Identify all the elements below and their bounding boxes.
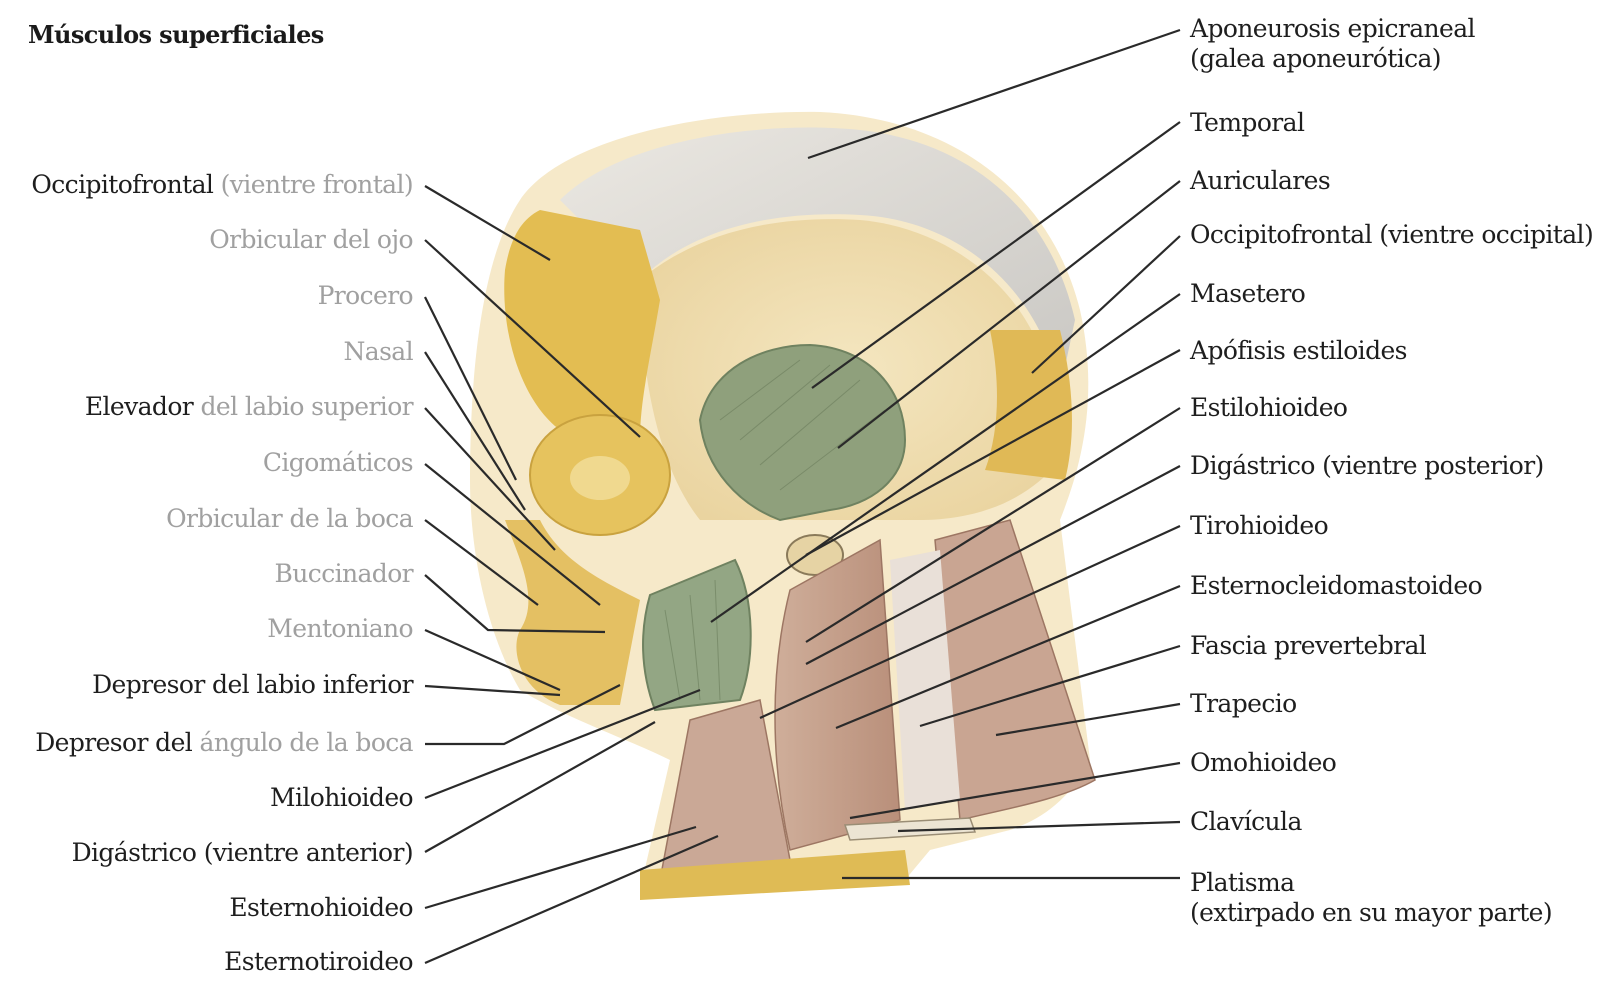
label-digastrico-anterior: Digástrico (vientre anterior) (72, 838, 413, 868)
label-occipitofrontal-frontal: Occipitofrontal (vientre frontal) (31, 170, 413, 200)
label-estilohioideo: Estilohioideo (1190, 393, 1347, 423)
label-platisma: Platisma (extirpado en su mayor parte) (1190, 868, 1552, 928)
label-digastrico-posterior: Digástrico (vientre posterior) (1190, 451, 1544, 481)
label-tirohioideo: Tirohioideo (1190, 511, 1328, 541)
label-masetero: Masetero (1190, 279, 1305, 309)
label-mentoniano: Mentoniano (267, 614, 413, 644)
label-apofisis-estiloides: Apófisis estiloides (1190, 336, 1407, 366)
label-esternocleidomastoideo: Esternocleidomastoideo (1190, 571, 1482, 601)
label-procero: Procero (318, 281, 413, 311)
diagram-title: Músculos superficiales (28, 20, 324, 49)
label-esternotiroideo: Esternotiroideo (224, 947, 413, 977)
label-cigomaticos: Cigomáticos (263, 448, 413, 478)
label-orbicular-boca: Orbicular de la boca (166, 504, 413, 534)
label-depresor-angulo: Depresor del ángulo de la boca (35, 728, 413, 758)
label-auriculares: Auriculares (1190, 166, 1330, 196)
label-nasal: Nasal (343, 337, 413, 367)
label-buccinador: Buccinador (275, 559, 413, 589)
label-orbicular-ojo: Orbicular del ojo (209, 225, 413, 255)
label-temporal: Temporal (1190, 108, 1304, 138)
label-aponeurosis: Aponeurosis epicraneal (galea aponeuróti… (1190, 14, 1475, 74)
label-elevador-labio: Elevador del labio superior (85, 392, 413, 422)
label-clavicula: Clavícula (1190, 807, 1302, 837)
occipital-belly-muscle (985, 330, 1072, 480)
label-esternohioideo: Esternohioideo (229, 893, 413, 923)
label-occipitofrontal-occipital: Occipitofrontal (vientre occipital) (1190, 220, 1593, 250)
label-milohioideo: Milohioideo (270, 783, 413, 813)
label-fascia-prevertebral: Fascia prevertebral (1190, 631, 1426, 661)
label-depresor-labio: Depresor del labio inferior (92, 670, 413, 700)
label-omohioideo: Omohioideo (1190, 748, 1336, 778)
label-trapecio: Trapecio (1190, 689, 1297, 719)
